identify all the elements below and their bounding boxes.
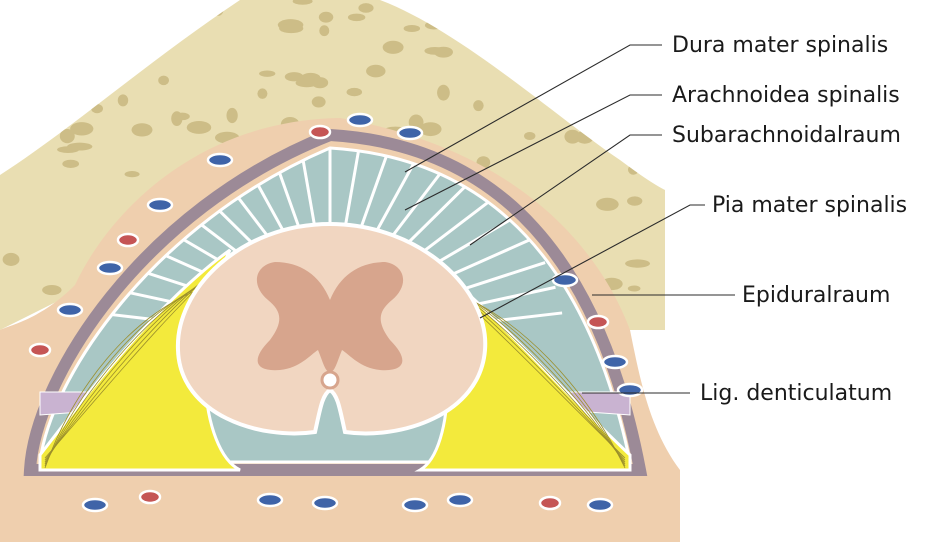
bone-pore (284, 72, 304, 82)
bone-pore (295, 78, 319, 88)
bone-pore (57, 146, 80, 153)
vein (396, 125, 424, 141)
bone-pore (292, 0, 313, 5)
bone-pore (226, 107, 238, 124)
bone-pore (524, 131, 536, 141)
label-dura-mater: Dura mater spinalis (672, 33, 888, 58)
trabecula (343, 148, 362, 227)
bone-pore (62, 159, 80, 168)
vein (551, 272, 579, 288)
epidural-vessels (28, 112, 644, 513)
vein (616, 382, 644, 398)
bone-pore (174, 112, 190, 121)
bone-pore (25, 113, 43, 130)
vein (586, 497, 614, 513)
epidural-bottom-band (0, 470, 680, 542)
bone-pore (473, 100, 484, 112)
bone-pore (596, 197, 619, 211)
bone-pore (124, 171, 140, 178)
vein (256, 492, 284, 508)
bone-pore (564, 129, 581, 144)
label-subarachnoidalraum: Subarachnoidalraum (672, 123, 901, 148)
nerve-fiber (44, 284, 213, 469)
bone-pore (49, 94, 67, 108)
bone-pore (358, 3, 374, 13)
vein (446, 492, 474, 508)
bone-pore (70, 122, 94, 136)
nerve-fiber (44, 272, 221, 465)
leader-arachnoid (404, 94, 662, 211)
grey-matter (256, 262, 404, 372)
bone-pore (586, 83, 597, 92)
vein (56, 302, 84, 318)
bone-pore (212, 2, 224, 16)
bone-pore (424, 47, 446, 55)
label-epiduralraum: Epiduralraum (742, 283, 890, 308)
bone-pore (81, 70, 99, 78)
vein (81, 497, 109, 513)
bone-pore (627, 285, 641, 292)
bone-pore (75, 103, 87, 112)
bone-pore (35, 112, 50, 122)
vein (96, 260, 124, 276)
leader-lines (404, 44, 735, 394)
bone-pore (437, 84, 450, 101)
artery (138, 489, 162, 505)
central-canal (320, 370, 340, 390)
bone-pore (59, 129, 75, 144)
artery (28, 342, 52, 358)
bone-pore (67, 74, 85, 87)
bone-pore (42, 284, 62, 296)
bone-pore (346, 87, 363, 97)
bone-pore (419, 122, 442, 137)
trabecula (412, 196, 495, 261)
bone-pore (2, 98, 23, 106)
bone-pore (186, 121, 212, 134)
vein (206, 152, 234, 168)
bone-pore (483, 36, 498, 51)
leader-subarachnoid (469, 134, 662, 246)
bone-pore (403, 24, 421, 33)
bone-pore (257, 88, 268, 99)
vein (146, 197, 174, 213)
bone-pore (158, 75, 170, 86)
bone-pore (2, 252, 20, 266)
artery (116, 232, 140, 248)
bone-pore (319, 25, 330, 37)
bone-pore (21, 129, 42, 143)
vein (311, 495, 339, 511)
trabecula (400, 179, 472, 251)
bone-pore (0, 113, 15, 124)
trabecula (359, 148, 392, 230)
label-arachnoidea: Arachnoidea spinalis (672, 83, 900, 108)
bone-pore (131, 123, 153, 137)
leader-pia (479, 204, 705, 319)
leader-dura (404, 44, 662, 173)
bone-pore (318, 11, 334, 23)
bone-pore (311, 96, 326, 108)
bone-pore (347, 13, 366, 22)
bone-pore (91, 103, 103, 114)
artery (308, 124, 332, 140)
bone-pore (117, 94, 129, 107)
bone-pore (625, 259, 650, 268)
bone-pore (627, 164, 639, 175)
bone-pore (366, 64, 386, 78)
label-lig-denticulatum: Lig. denticulatum (700, 381, 892, 406)
vein (601, 354, 629, 370)
bone-pore (424, 21, 443, 30)
bone-pore (627, 196, 643, 206)
label-pia-mater: Pia mater spinalis (712, 193, 907, 218)
bone-pore (382, 40, 404, 54)
bone-pore (279, 23, 304, 34)
vein (346, 112, 374, 128)
artery (586, 314, 610, 330)
bone-pore (259, 70, 276, 77)
vein (401, 497, 429, 513)
bone-pore (621, 101, 639, 113)
nerve-fiber (44, 278, 217, 467)
artery (538, 495, 562, 511)
bone-pore (53, 112, 65, 121)
